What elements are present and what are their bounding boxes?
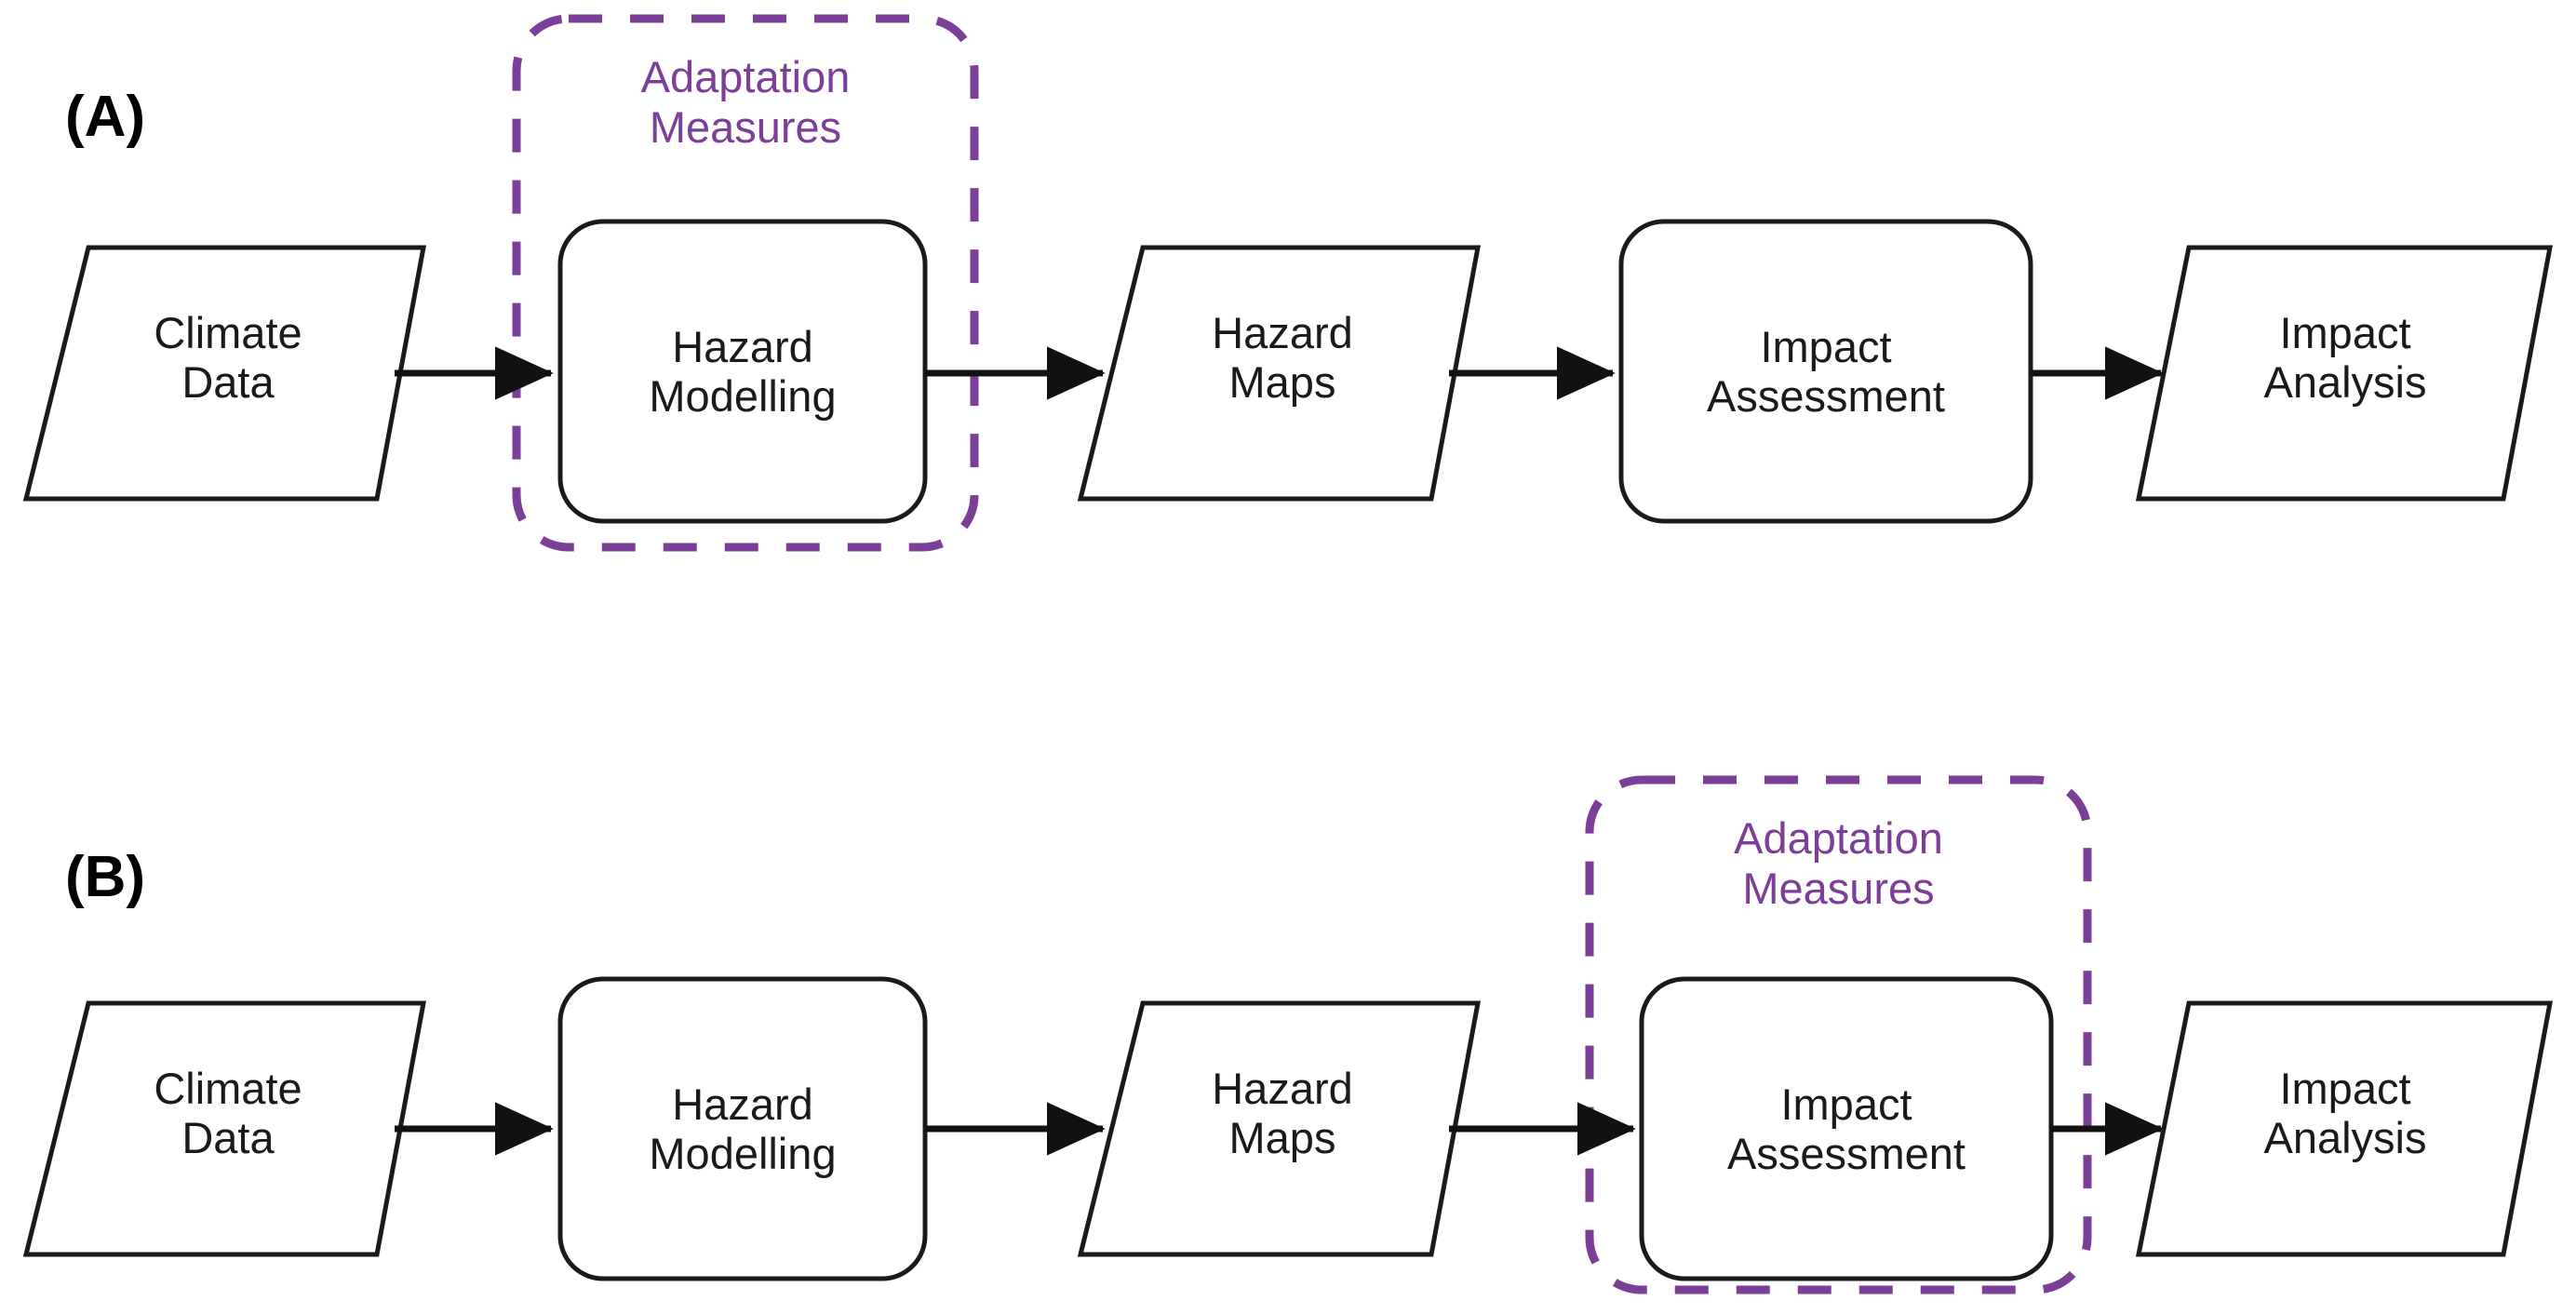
panel-a-label: (A) bbox=[65, 85, 146, 149]
panel-b-node-hazard-maps-shape[interactable] bbox=[1077, 1000, 1482, 1257]
panel-b-adaptation-group-box[interactable] bbox=[1585, 775, 2092, 1294]
panel-b-node-impact-assessment-shape[interactable] bbox=[1639, 976, 2054, 1281]
panel-a-node-impact-assessment-shape[interactable] bbox=[1618, 219, 2033, 524]
panel-a-adaptation-group-box[interactable] bbox=[512, 14, 979, 552]
panel-b-group bbox=[22, 775, 2554, 1294]
panel-a-node-impact-analysis-shape[interactable] bbox=[2135, 245, 2554, 502]
panel-a-group bbox=[22, 14, 2554, 552]
panel-b-node-climate-data-shape[interactable] bbox=[22, 1000, 427, 1257]
panel-b-node-hazard-modelling-shape[interactable] bbox=[557, 976, 928, 1281]
panel-a-node-hazard-modelling-shape[interactable] bbox=[557, 219, 928, 524]
panel-a-node-climate-data-shape[interactable] bbox=[22, 245, 427, 502]
panel-b-node-impact-analysis-shape[interactable] bbox=[2135, 1000, 2554, 1257]
panel-a-node-hazard-maps-shape[interactable] bbox=[1077, 245, 1482, 502]
panel-b-label: (B) bbox=[65, 845, 146, 909]
